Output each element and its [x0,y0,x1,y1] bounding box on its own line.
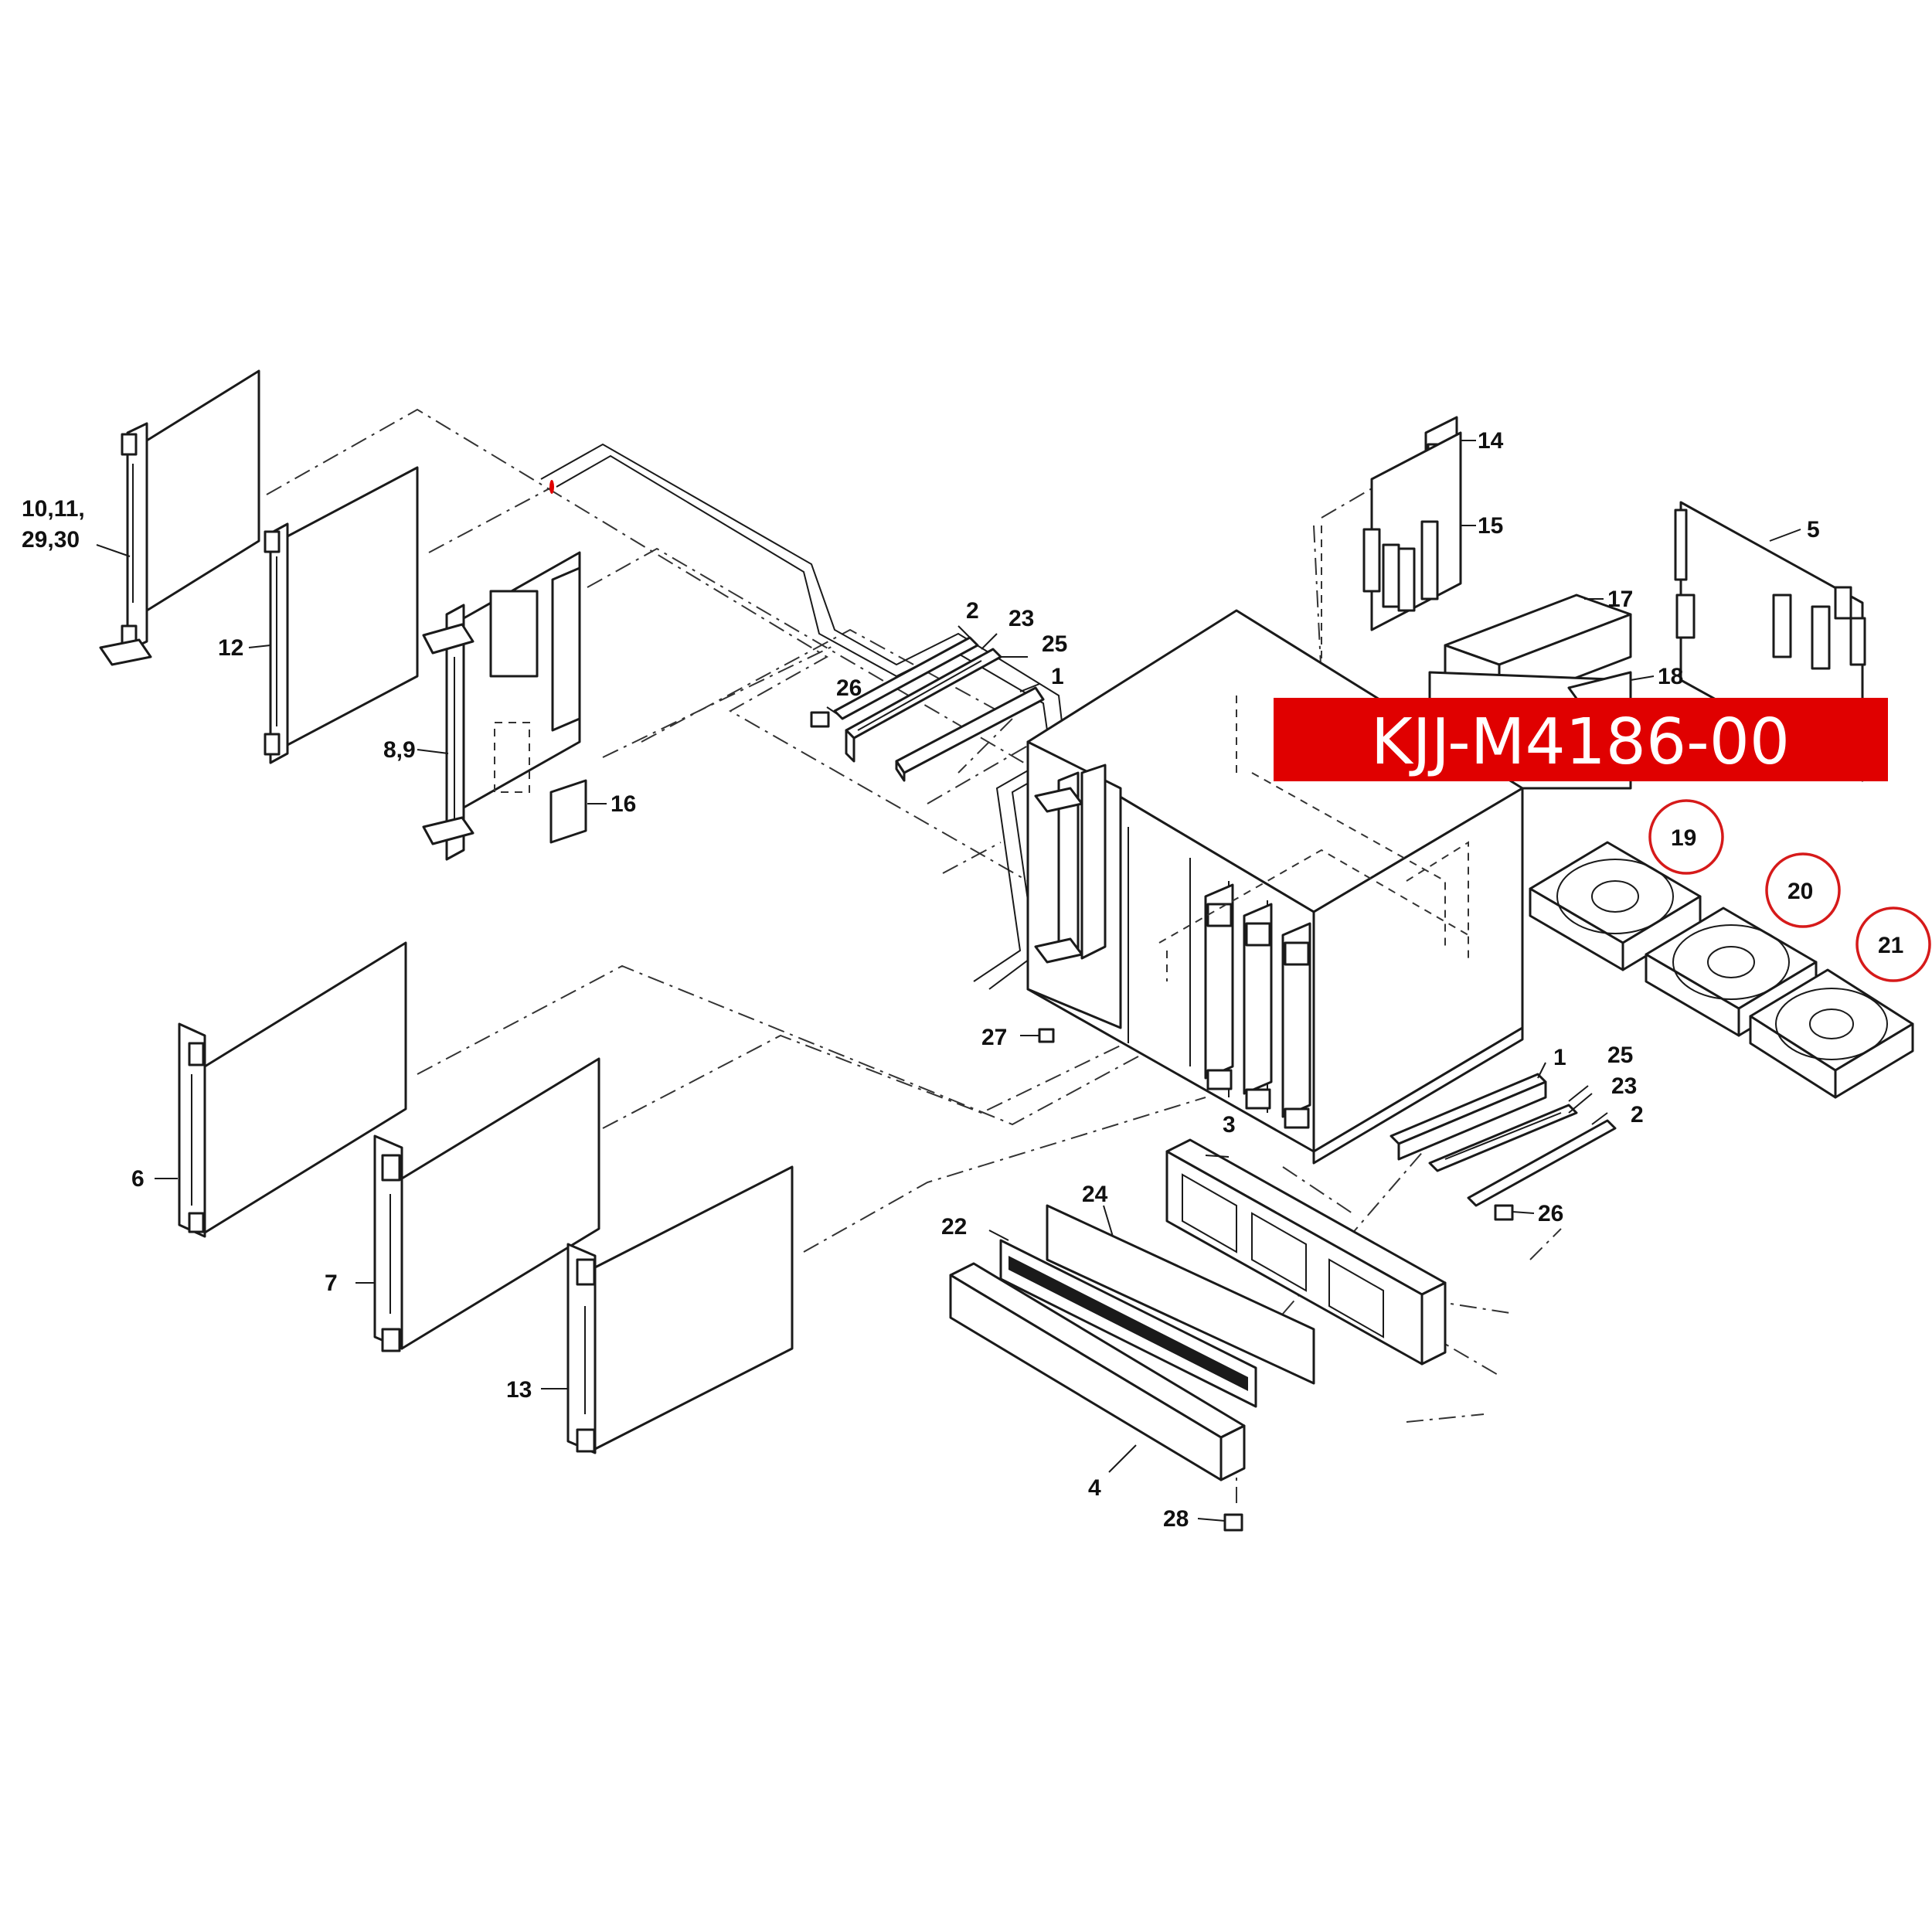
cover-3 [1165,1138,1447,1366]
grille-22 [999,1239,1257,1408]
label-13: 13 [506,1377,532,1403]
label-boards-a-line1: 10,11, [22,496,85,522]
label-bottom-1: 1 [1553,1045,1566,1070]
label-bottom-26: 26 [1538,1201,1563,1226]
screw-27 [1038,1028,1055,1043]
label-top-25: 25 [1042,631,1067,657]
top-rail-set [810,636,1045,782]
label-18: 18 [1658,664,1683,689]
fan-19 [1529,841,1702,971]
label-14: 14 [1478,428,1504,454]
fan-21 [1749,968,1914,1099]
front-panel-4 [949,1262,1246,1481]
label-4: 4 [1088,1475,1101,1501]
board-6 [178,941,407,1238]
label-8-9: 8,9 [383,737,416,763]
label-21: 21 [1878,933,1903,958]
label-24: 24 [1082,1182,1108,1207]
fan-callout-20: 20 [1765,852,1841,928]
label-19: 19 [1671,825,1696,851]
leader-lines [96,440,1801,1522]
board-10-11-29-30 [99,369,260,666]
label-5: 5 [1807,517,1820,543]
label-12: 12 [218,635,243,661]
label-28: 28 [1163,1506,1189,1532]
label-top-26: 26 [836,675,862,701]
callout-labels: 10,11, 29,30 12 8,9 16 14 15 5 17 18 2 2… [22,428,1820,1532]
bottom-rail-set [1389,1073,1617,1221]
fan-callout-21: 21 [1855,906,1931,982]
filter-24 [1046,1204,1315,1385]
label-bottom-2: 2 [1631,1102,1644,1128]
red-mark [549,480,554,494]
board-15 [1321,431,1462,688]
label-20: 20 [1787,879,1813,904]
label-boards-a-line2: 29,30 [22,527,80,553]
label-22: 22 [941,1214,967,1240]
label-6: 6 [131,1166,145,1192]
board-13 [566,1165,794,1454]
board-7 [373,1057,600,1352]
label-top-1: 1 [1051,664,1064,689]
label-top-2: 2 [966,598,979,624]
part-number-banner: KJJ-M4186-00 [1274,698,1888,781]
label-bottom-25: 25 [1607,1043,1633,1068]
label-27: 27 [981,1025,1007,1050]
assembly-guide-lines [266,408,1562,1503]
screw-28 [1223,1513,1243,1532]
label-15: 15 [1478,513,1503,539]
board-12 [264,466,419,764]
part-16-sheet [549,779,587,844]
label-bottom-23: 23 [1611,1073,1637,1099]
label-16: 16 [611,791,636,817]
part-number-text: KJJ-M4186-00 [1371,706,1790,779]
label-top-23: 23 [1009,606,1034,631]
label-17: 17 [1607,587,1633,612]
board-8-9 [422,551,581,861]
label-7: 7 [325,1270,338,1296]
label-3: 3 [1223,1112,1236,1138]
fan-callout-19: 19 [1648,799,1724,875]
